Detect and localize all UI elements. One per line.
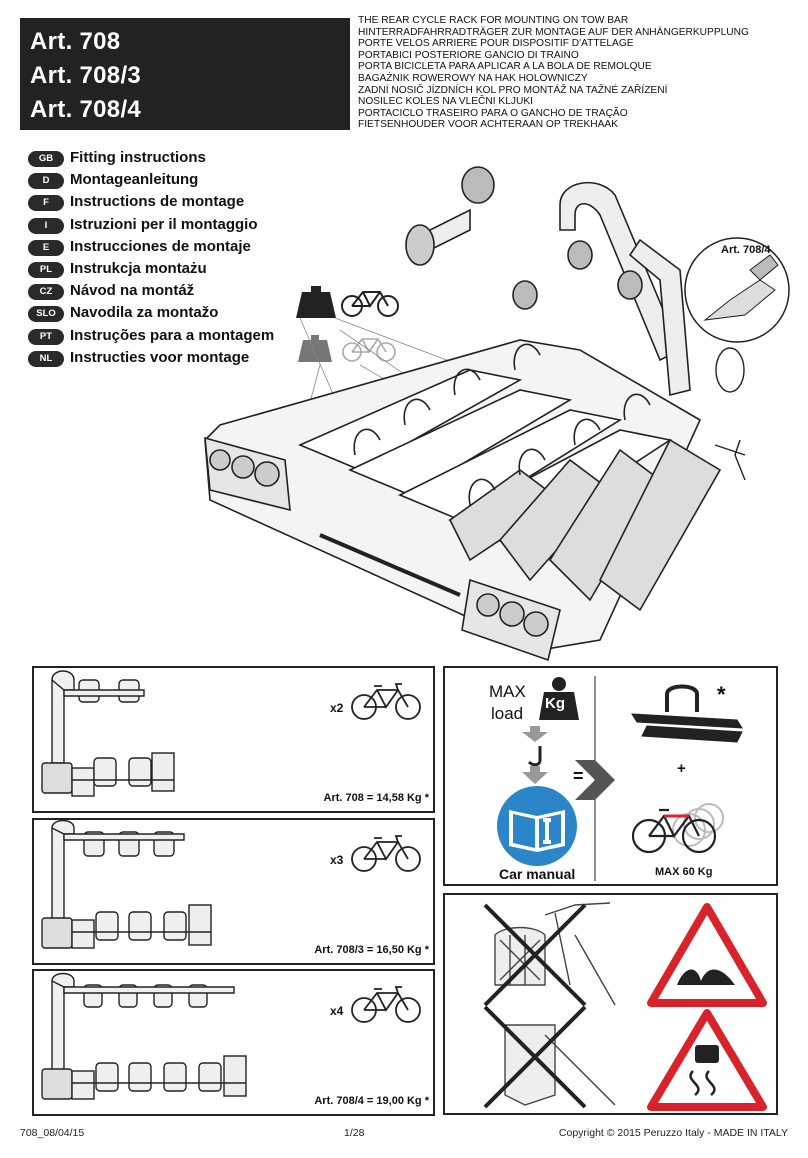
lang-text: Montageanleitung xyxy=(70,171,199,189)
lang-text: Instructions de montage xyxy=(70,193,245,211)
lang-row-slo: SLO Navodila za montažo xyxy=(28,303,348,325)
lang-text: Instruções para a montagem xyxy=(70,326,275,344)
title-cz: ZADNÍ NOSIČ JÍZDNÍCH KOL PRO MONTÁŽ NA T… xyxy=(358,84,668,96)
lang-row-i: I Istruzioni per il montaggio xyxy=(28,215,348,237)
load-text: load xyxy=(491,704,524,723)
lang-row-pt: PT Instruções para a montagem xyxy=(28,326,348,348)
lang-row-nl: NL Instructies voor montage xyxy=(28,348,348,370)
bike-icon xyxy=(341,291,399,317)
title-i: PORTABICI POSTERIORE GANCIO DI TRAINO xyxy=(358,49,579,61)
lang-row-cz: CZ Návod na montáž xyxy=(28,281,348,303)
art-line-2: Art. 708/3 xyxy=(30,62,142,89)
lang-text: Fitting instructions xyxy=(70,149,206,166)
lang-text: Instrukcja montażu xyxy=(70,260,207,277)
article-number-box: Art. 708 Art. 708/3 Art. 708/4 xyxy=(20,18,350,130)
lang-badge: PT xyxy=(28,328,64,345)
lang-text: Navodila za montažo xyxy=(70,304,219,322)
bumpy-road-sign xyxy=(647,903,767,1007)
lang-badge: D xyxy=(28,173,64,190)
lang-badge: GB xyxy=(28,151,64,167)
equals-arrow-icon xyxy=(575,760,615,800)
bike-icon xyxy=(351,683,421,720)
bike-count: x4 xyxy=(330,1004,344,1018)
lang-badge: CZ xyxy=(28,284,64,301)
car-manual-label: Car manual xyxy=(499,866,576,882)
kg-text: Kg xyxy=(545,695,565,712)
rack-4-bike-diagram xyxy=(41,972,247,1100)
weight-label: Art. 708/3 = 16,50 Kg * xyxy=(314,944,429,956)
title-pl: BAGAŻNIK ROWEROWY NA HAK HOLOWNICZY xyxy=(358,72,588,84)
weight-label: Art. 708/4 = 19,00 Kg * xyxy=(314,1095,429,1107)
art-line-1: Art. 708 xyxy=(30,28,121,55)
bike-count: x2 xyxy=(330,701,344,715)
lang-text: Instructies voor montage xyxy=(70,348,250,366)
lang-badge: PL xyxy=(28,262,64,278)
light-bike-icon xyxy=(342,338,396,362)
title-d: HINTERRADFAHRRADTRÄGER ZUR MONTAGE AUF D… xyxy=(358,26,749,38)
lang-row-e: E Instrucciones de montaje xyxy=(28,237,348,259)
plus-sign: + xyxy=(677,760,686,777)
max-text: MAX xyxy=(489,682,526,701)
title-pt: PORTACICLO TRASEIRO PARA O GANCHO DE TRA… xyxy=(358,107,628,119)
car-manual-icon xyxy=(497,786,577,866)
upright-arm xyxy=(405,166,691,397)
lang-text: Instrucciones de montaje xyxy=(70,237,251,255)
equals-sign: = xyxy=(573,766,584,786)
max-load-panel: MAX load Kg Car manual = * + xyxy=(443,666,778,886)
title-nl: FIETSENHOUDER VOOR ACHTERAAN OP TREKHAAK xyxy=(358,119,619,131)
lang-badge: I xyxy=(28,217,64,234)
lang-text: Istruzioni per il montaggio xyxy=(70,215,258,233)
lang-text: Návod na montáž xyxy=(70,282,195,300)
stacked-bikes-icon xyxy=(631,803,724,854)
art-line-3: Art. 708/4 xyxy=(30,96,142,123)
light-weight-icon xyxy=(298,335,332,362)
lang-badge: E xyxy=(28,239,64,256)
rack-2-bike-diagram xyxy=(41,670,175,797)
bike-rack-illustration xyxy=(204,166,790,662)
max-weight-label: MAX 60 Kg xyxy=(655,866,713,878)
lang-row-f: F Instructions de montage xyxy=(28,192,348,214)
warning-panel xyxy=(443,893,778,1115)
weight-kg-icon xyxy=(539,677,579,720)
warning-graphics xyxy=(483,902,767,1111)
asterisk: * xyxy=(717,682,726,707)
lang-row-d: D Montageanleitung xyxy=(28,170,348,192)
bike-count: x3 xyxy=(330,853,344,867)
lang-row-gb: GB Fitting instructions xyxy=(28,148,348,170)
weight-label: Art. 708 = 14,58 Kg * xyxy=(323,792,429,804)
footer-page-number: 1/28 xyxy=(344,1127,365,1139)
footer-doc-code: 708_08/04/15 xyxy=(20,1127,85,1139)
bike-icon xyxy=(351,986,421,1023)
rack-top-view-icon xyxy=(631,684,743,743)
lang-badge: F xyxy=(28,195,64,212)
slippery-road-sign xyxy=(647,1009,767,1111)
callout-label: Art. 708/4 xyxy=(721,244,771,256)
lang-badge: SLO xyxy=(28,306,64,323)
bike-icon xyxy=(351,835,421,872)
down-arrow-icon xyxy=(522,726,548,784)
title-gb: THE REAR CYCLE RACK FOR MOUNTING ON TOW … xyxy=(358,15,629,26)
lang-row-pl: PL Instrukcja montażu xyxy=(28,259,348,281)
basket-bike-crossed-icon xyxy=(483,902,616,1109)
art-708-4-callout xyxy=(684,237,790,343)
product-title-list: THE REAR CYCLE RACK FOR MOUNTING ON TOW … xyxy=(358,15,798,131)
rack-body xyxy=(204,339,722,662)
cable-part xyxy=(714,347,746,481)
footer-copyright: Copyright © 2015 Peruzzo Italy - MADE IN… xyxy=(558,1127,788,1139)
variant-panel-708-3: x3 Art. 708/3 = 16,50 Kg * xyxy=(32,818,435,965)
variant-panel-708: x2 Art. 708 = 14,58 Kg * xyxy=(32,666,435,813)
lang-badge: NL xyxy=(28,350,64,367)
variant-panel-708-4: x4 Art. 708/4 = 19,00 Kg * xyxy=(32,969,435,1116)
title-slo: NOSILEC KOLES NA VLEČNI KLJUKI xyxy=(358,96,533,108)
rack-3-bike-diagram xyxy=(41,820,212,949)
title-e: PORTA BICICLETA PARA APLICAR A LA BOLA D… xyxy=(358,61,652,73)
title-f: PORTE VELOS ARRIERE POUR DISPOSITIF D'AT… xyxy=(358,38,634,50)
heavy-weight-icon xyxy=(296,286,336,318)
